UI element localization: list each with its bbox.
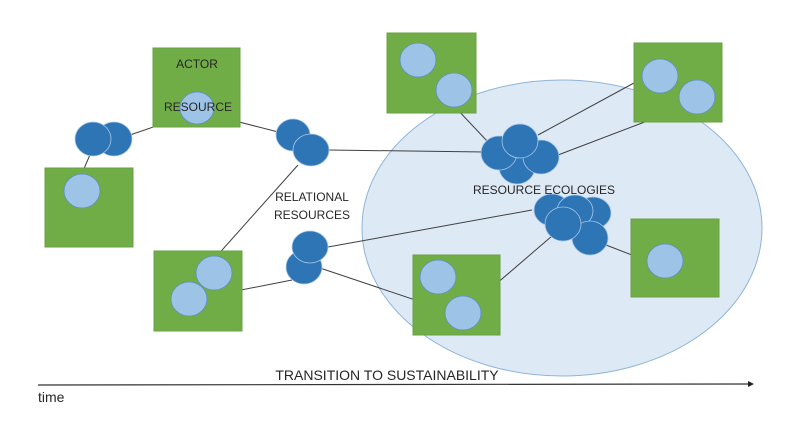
relational-circle — [291, 230, 329, 264]
resource-label: RESOURCE — [164, 100, 232, 114]
resource-circle — [419, 259, 457, 295]
resource-circle — [63, 173, 101, 209]
relational-resources-label-line1: RELATIONAL — [275, 190, 349, 204]
connection-line — [327, 209, 533, 248]
resource-circle — [170, 281, 208, 317]
resource-circle — [678, 79, 716, 115]
resource-circle — [179, 91, 215, 125]
relational-circle — [74, 121, 112, 157]
connection-line — [327, 149, 486, 153]
resource-circle — [444, 295, 482, 331]
time-axis-arrowhead — [748, 381, 754, 387]
resources — [63, 42, 716, 331]
relational-circle — [501, 123, 539, 159]
resource-circle — [646, 243, 684, 279]
time-label: time — [38, 389, 65, 405]
resource-circle — [435, 72, 473, 108]
connection-line — [214, 164, 299, 259]
relational-circle — [544, 206, 582, 242]
relational-resources — [74, 118, 612, 285]
resource-circle — [195, 255, 233, 291]
resource-circle — [641, 58, 679, 94]
connection-line — [537, 76, 646, 136]
time-axis — [37, 383, 749, 386]
resource-ecologies-label: RESOURCE ECOLOGIES — [473, 183, 615, 197]
actor-label: ACTOR — [176, 57, 218, 71]
transition-label: TRANSITION TO SUSTAINABILITY — [275, 367, 499, 383]
resource-circle — [399, 42, 437, 78]
relational-resources-label-line2: RESOURCES — [274, 208, 350, 222]
relational-circle — [292, 133, 330, 167]
